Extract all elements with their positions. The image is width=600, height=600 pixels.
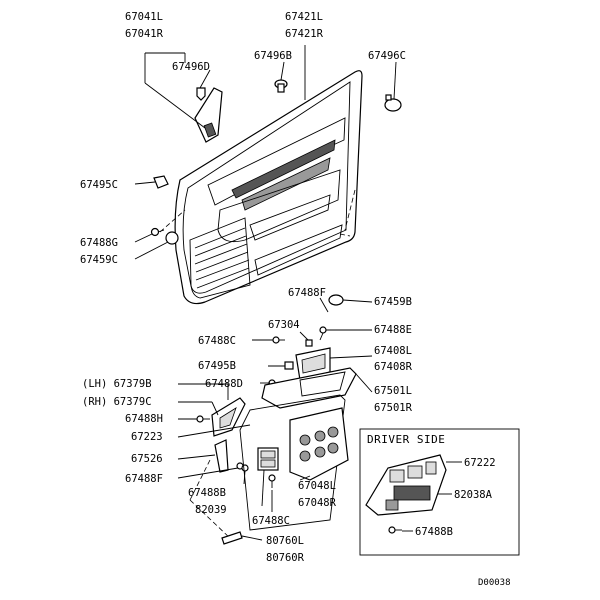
label-67048L: 67048L (298, 480, 336, 492)
label-67495B: 67495B (198, 360, 236, 372)
screw-67488B-bot (241, 464, 249, 472)
label-67488C-top: 67488C (198, 335, 236, 347)
inner-handle (295, 347, 331, 381)
label-67488G: 67488G (80, 237, 118, 249)
label-67488C-bot: 67488C (252, 515, 290, 527)
clip-67495B (284, 361, 294, 370)
label-67496B: 67496B (254, 50, 292, 62)
label-67496C: 67496C (368, 50, 406, 62)
label-67501L: 67501L (374, 385, 412, 397)
label-67488E: 67488E (374, 324, 412, 336)
corner-garnish (194, 87, 223, 143)
label-82038A: 82038A (454, 489, 493, 501)
label-67041L: 67041L (125, 11, 163, 23)
label-67488D: 67488D (205, 378, 243, 390)
label-80760R: 80760R (266, 552, 305, 564)
screw-67488B-box (388, 526, 402, 534)
screw-67488H (196, 415, 210, 423)
label-67223: 67223 (131, 431, 163, 443)
label-67379C: (RH) 67379C (82, 396, 152, 408)
clip-67304 (305, 339, 313, 347)
screw-67488E (319, 326, 327, 341)
window-switch-82039 (257, 447, 279, 471)
clip-67496B (274, 79, 288, 93)
screw-67488C-bot (268, 474, 276, 488)
courtesy-lamp-80760 (221, 531, 243, 545)
clip-67495C (153, 175, 169, 189)
label-67421L: 67421L (285, 11, 323, 23)
lower-trim-panel (189, 394, 346, 541)
label-67488H: 67488H (125, 413, 163, 425)
label-67501R: 67501R (374, 402, 413, 414)
driver-side-title: DRIVER SIDE (367, 433, 445, 446)
door-trim-panel (174, 70, 363, 305)
driver-side-box: DRIVER SIDE (359, 428, 520, 556)
bracket-67526 (214, 439, 229, 473)
label-67488B-box: 67488B (415, 526, 453, 538)
driver-switch-assembly (365, 454, 447, 516)
label-67421R: 67421R (285, 28, 324, 40)
label-67408R: 67408R (374, 361, 413, 373)
label-67459C: 67459C (80, 254, 118, 266)
clip-67496D (196, 87, 206, 101)
armrest-bracket (261, 367, 357, 409)
label-67379B: (LH) 67379B (82, 378, 152, 390)
cap-67459B (328, 294, 344, 306)
label-67488B-bot: 67488B (188, 487, 226, 499)
label-67459B: 67459B (374, 296, 412, 308)
label-67488F-bot: 67488F (125, 473, 163, 485)
diagram-code: D00038 (478, 578, 511, 588)
leader-lines (134, 45, 397, 541)
label-82039: 82039 (195, 504, 227, 516)
part-labels: 67041L 67041R 67421L 67421R 67496D 67496… (80, 11, 511, 588)
label-67488F-top: 67488F (288, 287, 326, 299)
screw-67488G (150, 227, 165, 237)
cap-67459C (165, 231, 179, 245)
label-80760L: 80760L (266, 535, 304, 547)
label-67526: 67526 (131, 453, 163, 465)
label-67496D: 67496D (172, 61, 210, 73)
clip-67496C (384, 94, 402, 112)
label-67408L: 67408L (374, 345, 412, 357)
screw-67488C-top (272, 336, 285, 344)
handle-escutcheon (211, 397, 246, 437)
label-67222: 67222 (464, 457, 496, 469)
speaker-grill (189, 217, 251, 299)
switch-panel-67048 (289, 407, 349, 481)
label-67304: 67304 (268, 319, 300, 331)
label-67048R: 67048R (298, 497, 337, 509)
label-67041R: 67041R (125, 28, 164, 40)
label-67495C: 67495C (80, 179, 118, 191)
